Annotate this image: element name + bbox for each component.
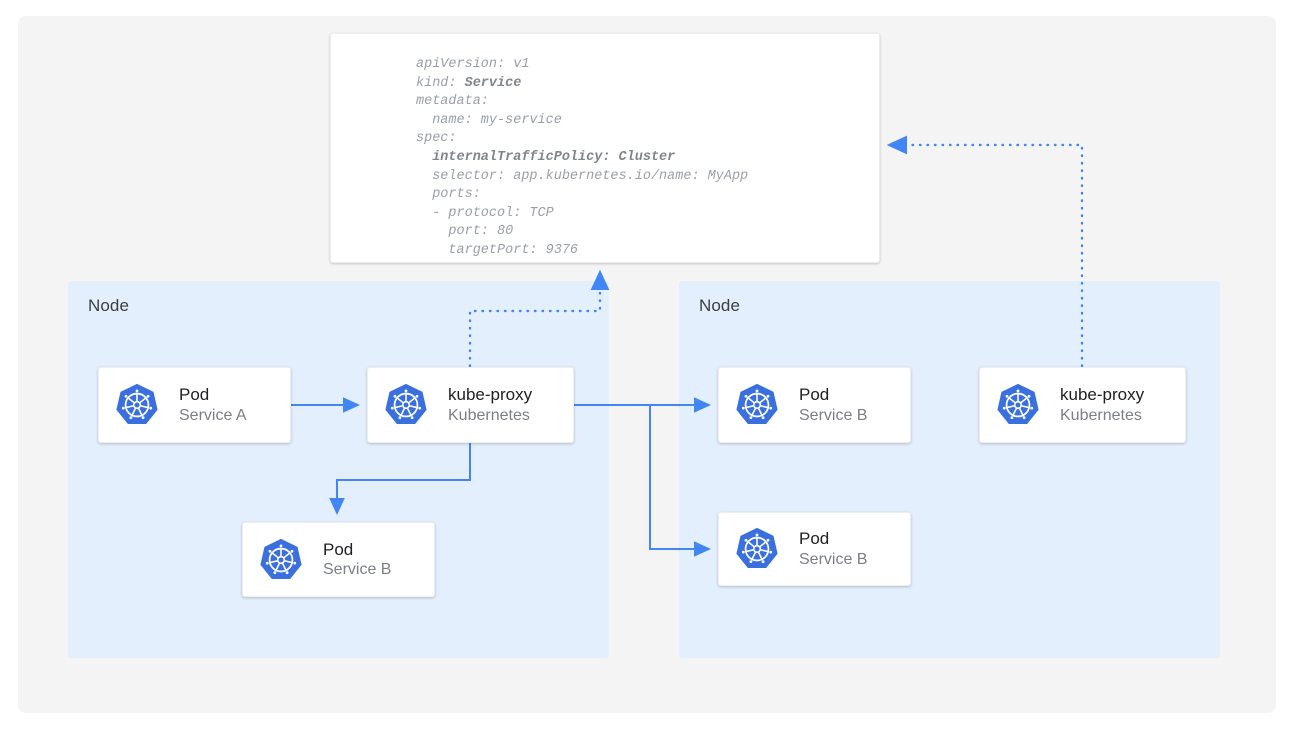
card-title: Pod: [799, 528, 830, 548]
card-title: Pod: [179, 384, 210, 404]
kubernetes-logo-icon: [384, 383, 428, 427]
service-spec-card: apiVersion: v1 kind: Service metadata: n…: [330, 33, 880, 263]
kubernetes-logo-icon: [735, 527, 779, 571]
card-subtitle: Kubernetes: [448, 406, 530, 424]
card-subtitle: Service A: [179, 406, 247, 424]
kubernetes-logo-icon: [996, 383, 1040, 427]
node-group-left: Node: [68, 281, 609, 658]
card-kube-proxy-left[interactable]: kube-proxy Kubernetes: [367, 367, 574, 443]
card-title: Pod: [323, 539, 354, 559]
card-text: Pod Service B: [799, 529, 867, 569]
card-pod-service-a[interactable]: Pod Service A: [98, 367, 291, 443]
card-text: kube-proxy Kubernetes: [1060, 385, 1144, 425]
card-pod-service-b-left-node[interactable]: Pod Service B: [242, 522, 435, 597]
card-subtitle: Kubernetes: [1060, 406, 1142, 424]
node-right-label: Node: [699, 296, 741, 315]
card-title: Pod: [799, 384, 830, 404]
kubernetes-logo-icon: [735, 383, 779, 427]
card-title: kube-proxy: [1060, 384, 1145, 404]
card-text: Pod Service B: [799, 385, 867, 425]
node-group-right: Node: [679, 281, 1220, 658]
service-spec-code: apiVersion: v1 kind: Service metadata: n…: [416, 57, 749, 258]
card-title: kube-proxy: [448, 384, 533, 404]
kubernetes-logo-icon: [115, 383, 159, 427]
card-subtitle: Service B: [799, 406, 868, 424]
card-pod-service-b-right-top[interactable]: Pod Service B: [718, 367, 911, 443]
card-pod-service-b-right-bottom[interactable]: Pod Service B: [718, 512, 911, 586]
node-left-label: Node: [88, 296, 130, 315]
card-subtitle: Service B: [323, 561, 392, 579]
card-subtitle: Service B: [799, 550, 868, 568]
card-text: Pod Service A: [179, 385, 247, 425]
card-kube-proxy-right[interactable]: kube-proxy Kubernetes: [979, 367, 1186, 443]
kubernetes-logo-icon: [259, 538, 303, 582]
card-text: Pod Service B: [323, 539, 391, 579]
card-text: kube-proxy Kubernetes: [448, 385, 532, 425]
